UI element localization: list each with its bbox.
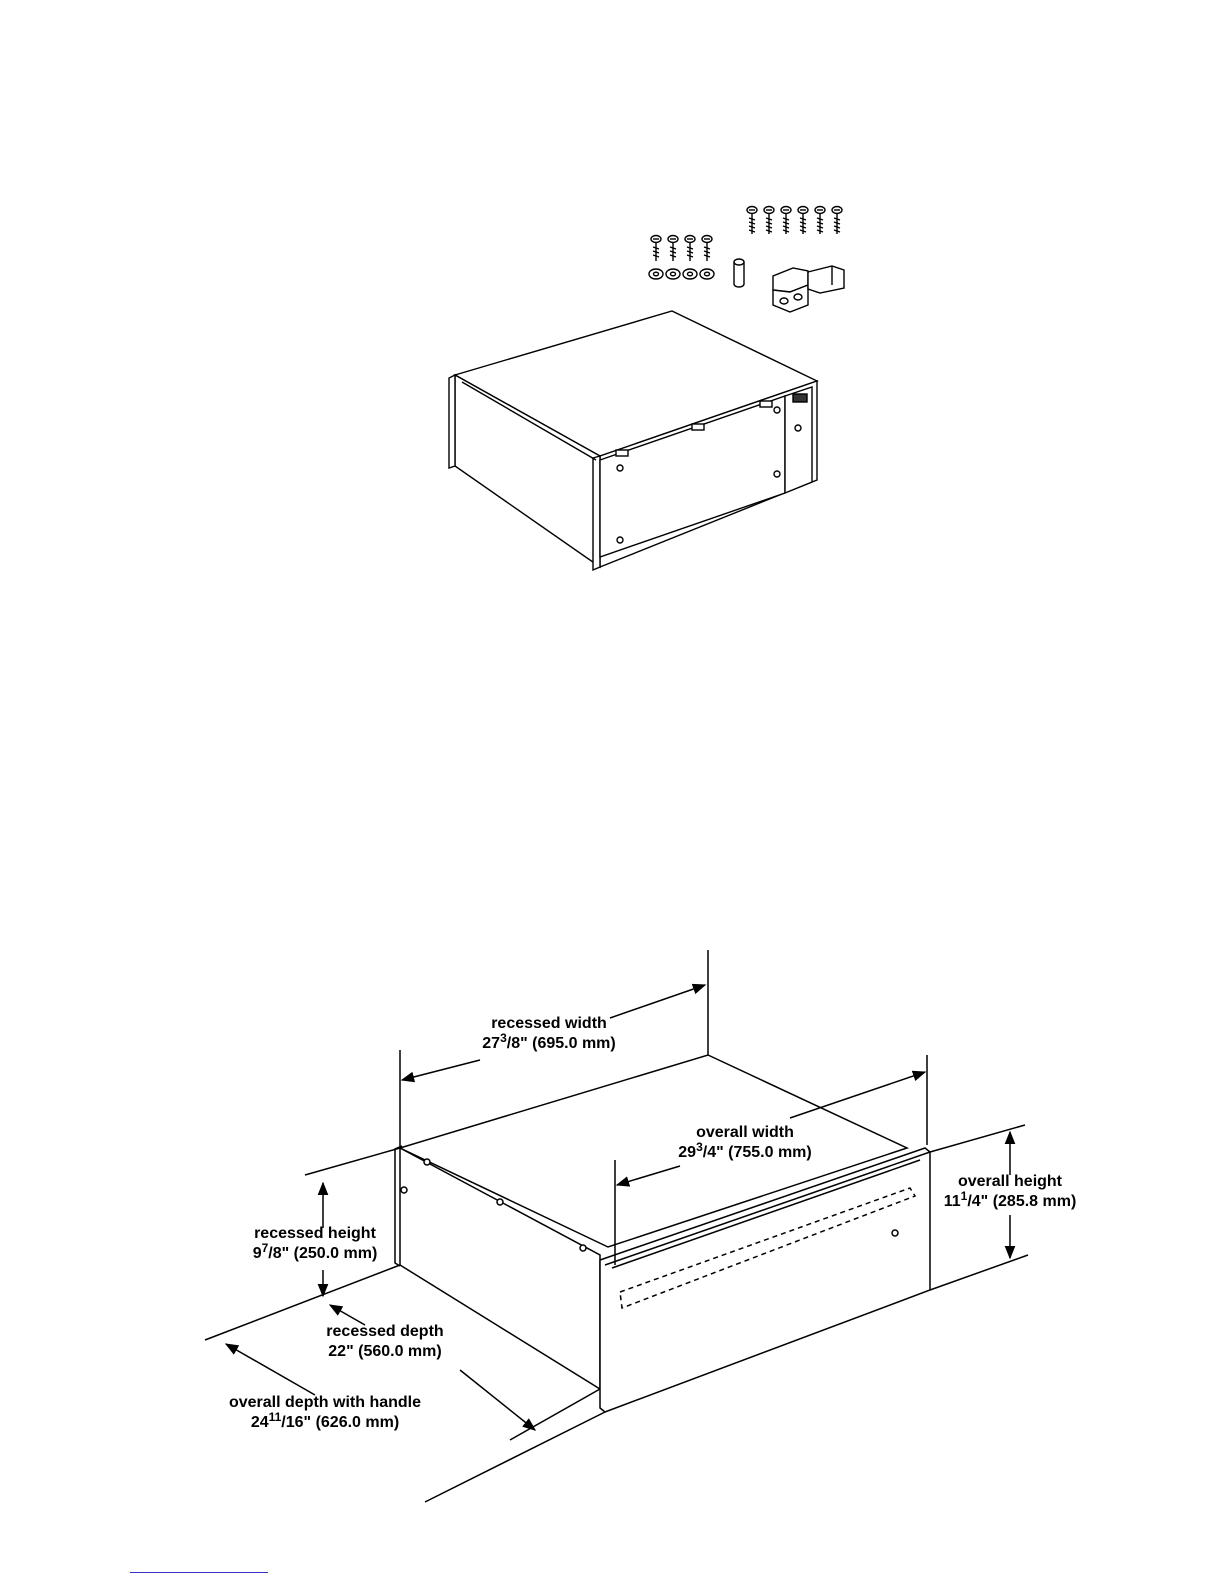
drawer-body: [395, 1055, 930, 1412]
footer-link-underline[interactable]: [130, 1572, 268, 1573]
recessed-width-label: recessed width 273/8" (695.0 mm): [464, 1014, 634, 1054]
overall-width-label: overall width 293/4" (755.0 mm): [660, 1123, 830, 1163]
recessed-depth-label: recessed depth 22" (560.0 mm): [310, 1322, 460, 1362]
overall-depth-label: overall depth with handle 2411/16" (626.…: [210, 1393, 440, 1433]
recessed-height-label: recessed height 97/8" (250.0 mm): [240, 1224, 390, 1264]
overall-height-label: overall height 111/4" (285.8 mm): [935, 1172, 1085, 1212]
